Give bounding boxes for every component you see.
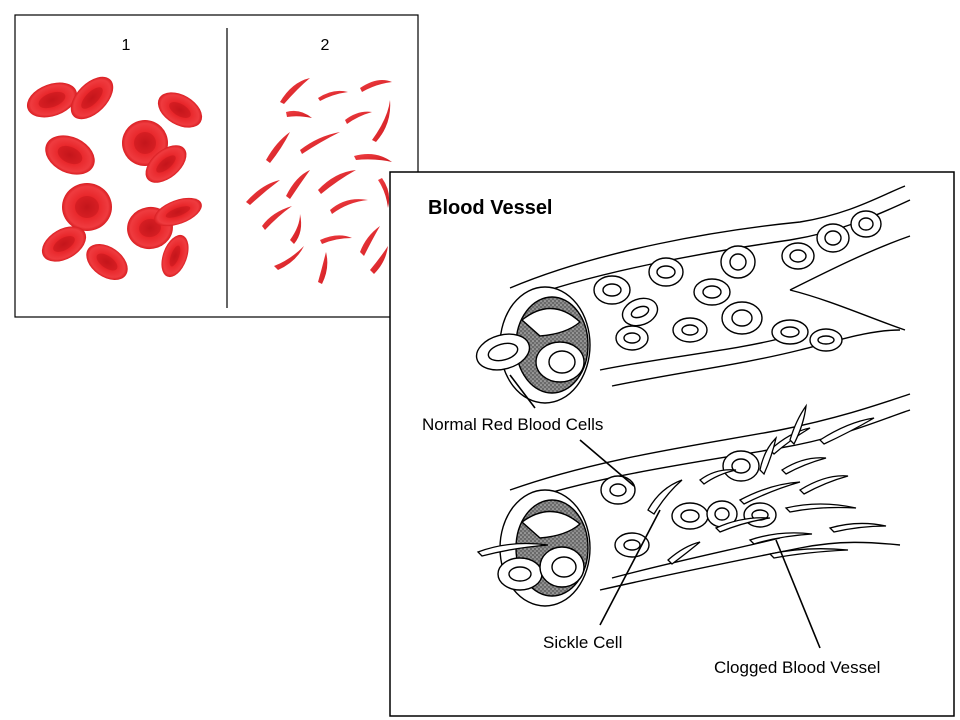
callout-sickle-cell: Sickle Cell xyxy=(543,633,622,652)
sickle-cells xyxy=(246,78,392,284)
lower-vessel-cells xyxy=(497,450,777,591)
panel-label-2: 2 xyxy=(321,37,330,54)
callout-lines xyxy=(509,374,821,649)
callout-clogged-blood-vessel: Clogged Blood Vessel xyxy=(714,658,880,677)
normal-red-cells xyxy=(26,76,203,281)
callout-normal-red-blood-cells: Normal Red Blood Cells xyxy=(422,415,603,434)
upper-vessel-cells xyxy=(475,210,882,383)
lower-vessel-sickles xyxy=(476,403,887,565)
blood-vessel-panel: Blood Vessel xyxy=(389,171,955,717)
panel-label-1: 1 xyxy=(122,37,131,54)
cell-comparison-panel: 1 2 xyxy=(14,14,419,318)
blood-vessel-title: Blood Vessel xyxy=(428,197,553,219)
